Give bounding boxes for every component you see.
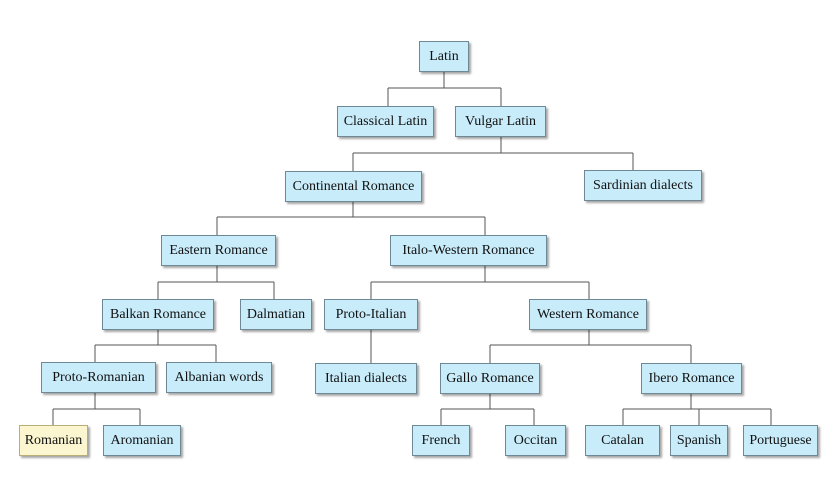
node-romanian: Romanian: [19, 425, 88, 456]
node-spanish: Spanish: [670, 425, 728, 456]
node-vulgar-latin: Vulgar Latin: [455, 106, 546, 137]
node-ibero-romance: Ibero Romance: [641, 363, 742, 394]
node-occitan: Occitan: [505, 425, 566, 456]
node-portuguese: Portuguese: [743, 425, 818, 456]
node-balkan-romance: Balkan Romance: [102, 299, 214, 330]
node-catalan: Catalan: [585, 425, 660, 456]
node-sardinian-dialects: Sardinian dialects: [584, 170, 702, 201]
node-gallo-romance: Gallo Romance: [440, 363, 540, 394]
node-classical-latin: Classical Latin: [337, 106, 434, 137]
node-proto-romanian: Proto-Romanian: [41, 362, 156, 393]
node-proto-italian: Proto-Italian: [324, 299, 418, 330]
node-western-romance: Western Romance: [529, 299, 647, 330]
node-aromanian: Aromanian: [103, 425, 181, 456]
node-eastern-romance: Eastern Romance: [161, 235, 276, 266]
node-italo-western-romance: Italo-Western Romance: [390, 235, 547, 266]
node-italian-dialects: Italian dialects: [315, 363, 417, 394]
node-dalmatian: Dalmatian: [240, 299, 312, 330]
node-continental-romance: Continental Romance: [285, 171, 422, 202]
node-latin: Latin: [419, 41, 469, 72]
node-albanian-words: Albanian words: [166, 362, 272, 393]
node-french: French: [412, 425, 470, 456]
